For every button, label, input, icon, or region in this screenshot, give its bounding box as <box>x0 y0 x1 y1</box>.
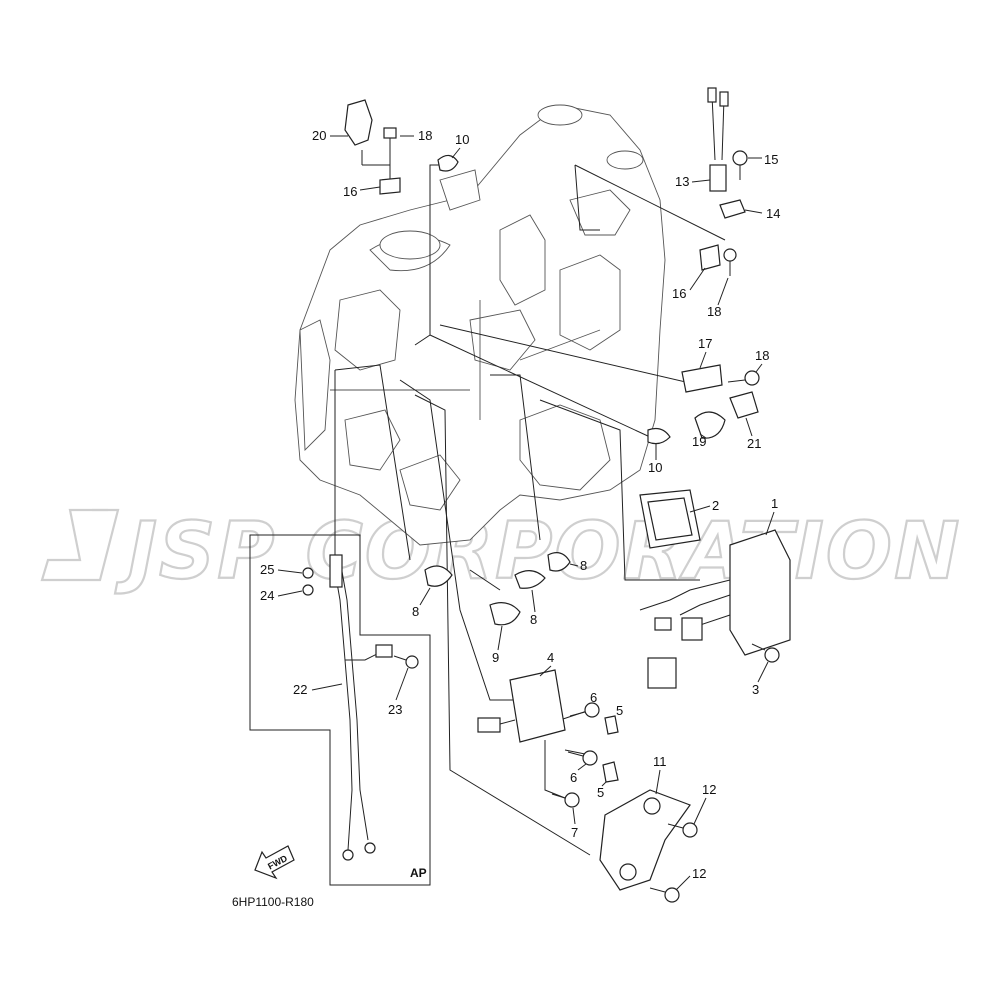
part-12-bolt-b <box>649 887 680 903</box>
ap-label: AP <box>410 866 427 880</box>
callout-6-top: 6 <box>590 690 597 705</box>
callout-18-right: 18 <box>707 304 721 319</box>
part-22-cable <box>329 554 393 861</box>
callout-25: 25 <box>260 562 274 577</box>
part-12-bolt-a <box>667 822 698 838</box>
callout-1: 1 <box>771 496 778 511</box>
callout-10-top: 10 <box>455 132 469 147</box>
fwd-arrow-icon: FWD <box>254 845 295 880</box>
part-10-clip-lower <box>647 427 671 445</box>
callout-17: 17 <box>698 336 712 351</box>
watermark: JSP CORPORATION <box>40 506 960 598</box>
callout-21: 21 <box>747 436 761 451</box>
part-25-washer <box>302 567 314 579</box>
part-15-bolt <box>732 150 748 180</box>
part-10-clip-top <box>437 154 459 172</box>
part-8-clamp-b <box>514 570 546 589</box>
part-7-bolt <box>551 792 580 808</box>
part-20-clamp <box>344 99 373 146</box>
part-21-sensor <box>729 391 759 419</box>
part-8-clamp-a <box>424 565 453 587</box>
ap-subassembly-frame <box>249 534 431 886</box>
callout-15: 15 <box>764 152 778 167</box>
callout-14: 14 <box>766 206 780 221</box>
callout-3: 3 <box>752 682 759 697</box>
part-4-rectifier <box>477 669 566 743</box>
part-19-clip <box>694 411 726 439</box>
callout-9: 9 <box>492 650 499 665</box>
callout-18-top: 18 <box>418 128 432 143</box>
callout-5-bottom: 5 <box>597 785 604 800</box>
callouts: 20 18 10 16 15 13 14 16 18 17 18 21 19 1… <box>260 128 780 891</box>
callout-12-bottom: 12 <box>692 866 706 881</box>
callout-19: 19 <box>692 434 706 449</box>
part-1-cdi-unit <box>639 529 791 689</box>
part-5-clip-b <box>602 761 619 783</box>
diagram-code: 6HP1100-R180 <box>232 895 314 909</box>
callout-22: 22 <box>293 682 307 697</box>
callout-8-right: 8 <box>580 558 587 573</box>
callout-8-mid: 8 <box>530 612 537 627</box>
callout-23: 23 <box>388 702 402 717</box>
part-13-sensor <box>707 87 729 192</box>
callout-24: 24 <box>260 588 274 603</box>
part-3-bolt <box>751 643 780 663</box>
part-23-bolt <box>393 655 419 669</box>
callout-18-lower: 18 <box>755 348 769 363</box>
part-18-bolt-top <box>383 127 397 152</box>
part-18-bolt-lower <box>727 370 760 386</box>
callout-8-left: 8 <box>412 604 419 619</box>
part-6-bolt-b <box>567 750 598 766</box>
part-16-bracket-top <box>379 177 401 195</box>
callout-12-top: 12 <box>702 782 716 797</box>
callout-10-lower: 10 <box>648 460 662 475</box>
reference-lines <box>334 150 726 856</box>
part-17-bracket <box>681 364 723 393</box>
callout-13: 13 <box>675 174 689 189</box>
part-18-bolt-right <box>723 248 737 276</box>
callout-7: 7 <box>571 825 578 840</box>
part-5-clip-a <box>604 715 619 735</box>
engine-block <box>294 104 666 546</box>
callout-4: 4 <box>547 650 554 665</box>
callout-16-top: 16 <box>343 184 357 199</box>
part-8-clamp-c <box>547 552 571 572</box>
part-16-bracket-right <box>699 244 721 271</box>
part-6-bolt-a <box>569 702 600 718</box>
callout-11: 11 <box>653 754 667 769</box>
callout-20: 20 <box>312 128 326 143</box>
part-24-nut <box>302 584 314 596</box>
callout-5-top: 5 <box>616 703 623 718</box>
callout-2: 2 <box>712 498 719 513</box>
part-14-bracket <box>719 199 746 219</box>
callout-6-bottom: 6 <box>570 770 577 785</box>
callout-16-right: 16 <box>672 286 686 301</box>
part-9-clip <box>489 602 521 626</box>
